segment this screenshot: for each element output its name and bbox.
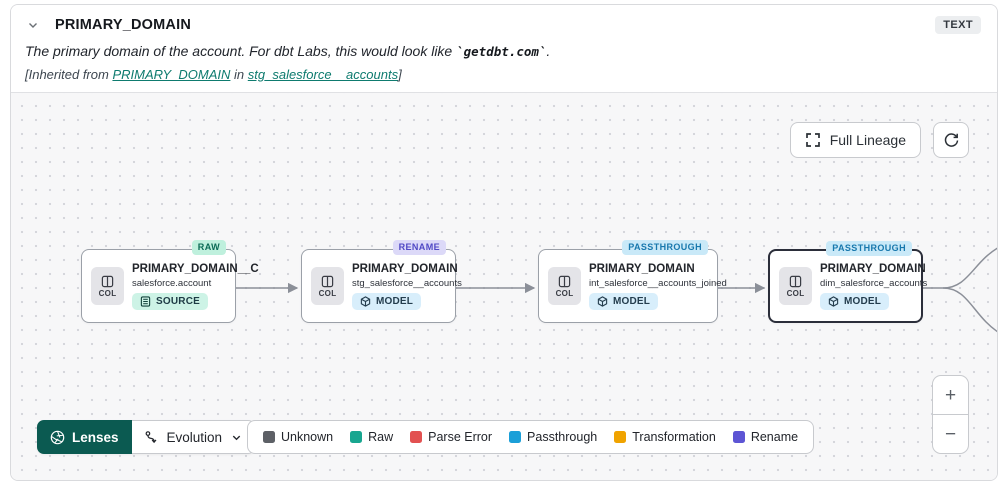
legend-item: Rename — [732, 430, 798, 444]
zoom-out-button[interactable]: − — [933, 415, 968, 453]
lens-aperture-icon — [50, 430, 65, 444]
type-badge: TEXT — [935, 16, 981, 34]
zoom-control: + − — [932, 375, 969, 454]
expand-icon — [805, 133, 820, 147]
status-tag: RENAME — [392, 240, 446, 255]
node-title: PRIMARY_DOMAIN — [589, 262, 695, 275]
lineage-node-source[interactable]: RAW COL PRIMARY_DOMAIN__C salesforce.acc… — [81, 240, 259, 323]
model-icon — [597, 295, 608, 307]
lenses-button[interactable]: Lenses — [37, 420, 132, 454]
lineage-node-dim-selected[interactable]: PASSTHROUGH COL PRIMARY_DOMAIN dim_sales… — [768, 241, 927, 323]
evolution-icon — [145, 430, 156, 443]
zoom-in-button[interactable]: + — [933, 376, 968, 414]
lineage-node-staging[interactable]: RENAME COL PRIMARY_DOMAIN stg_salesforce… — [301, 240, 462, 323]
source-icon — [140, 295, 151, 307]
lens-dropdown[interactable]: Evolution — [131, 420, 256, 454]
column-lineage-panel: PRIMARY_DOMAIN TEXT The primary domain o… — [10, 4, 998, 481]
column-type-icon: COL — [91, 267, 124, 305]
node-subtitle: salesforce.account — [132, 277, 212, 289]
column-type-icon: COL — [311, 267, 344, 305]
node-subtitle: stg_salesforce__accounts — [352, 277, 462, 289]
status-tag: PASSTHROUGH — [826, 241, 912, 256]
column-description: The primary domain of the account. For d… — [25, 43, 551, 59]
inherited-column-link[interactable]: PRIMARY_DOMAIN — [112, 67, 231, 82]
node-subtitle: dim_salesforce_accounts — [820, 277, 928, 289]
inherited-from-note: [Inherited from PRIMARY_DOMAIN in stg_sa… — [25, 67, 402, 82]
lineage-canvas[interactable]: Full Lineage RAW COL PRIMARY_DOMAIN__C s… — [11, 92, 997, 480]
status-tag: RAW — [191, 240, 226, 255]
lenses-control: Lenses Evolution — [37, 420, 256, 454]
chevron-down-icon — [232, 435, 241, 440]
legend-swatch — [350, 431, 363, 443]
column-type-icon: COL — [779, 267, 812, 305]
node-title: PRIMARY_DOMAIN__C — [132, 262, 259, 275]
collapse-chevron-icon[interactable] — [25, 17, 41, 33]
panel-header: PRIMARY_DOMAIN TEXT The primary domain o… — [11, 5, 997, 92]
resource-badge: SOURCE — [132, 292, 208, 310]
resource-badge: MODEL — [589, 292, 659, 310]
legend-item: Unknown — [263, 430, 333, 444]
lens-legend: Unknown Raw Parse Error Passthrough Tran… — [247, 420, 815, 454]
inline-code: `getdbt.com` — [456, 44, 547, 59]
lineage-node-intermediate[interactable]: PASSTHROUGH COL PRIMARY_DOMAIN int_sales… — [538, 240, 727, 323]
legend-item: Passthrough — [509, 430, 597, 444]
node-subtitle: int_salesforce__accounts_joined — [589, 277, 727, 289]
legend-item: Parse Error — [410, 430, 492, 444]
legend-swatch — [263, 431, 275, 443]
legend-swatch — [614, 431, 627, 443]
status-tag: PASSTHROUGH — [622, 240, 708, 255]
divider — [933, 414, 968, 415]
legend-item: Transformation — [614, 430, 716, 444]
model-icon — [828, 295, 839, 307]
page-title: PRIMARY_DOMAIN — [55, 17, 191, 33]
node-title: PRIMARY_DOMAIN — [352, 262, 458, 275]
refresh-button[interactable] — [933, 122, 969, 158]
model-icon — [360, 295, 371, 307]
column-type-icon: COL — [548, 267, 581, 305]
node-title: PRIMARY_DOMAIN — [820, 262, 926, 275]
legend-item: Raw — [350, 430, 393, 444]
full-lineage-button[interactable]: Full Lineage — [789, 122, 921, 158]
refresh-icon — [944, 132, 958, 147]
inherited-model-link[interactable]: stg_salesforce__accounts — [247, 67, 399, 82]
legend-swatch — [410, 431, 423, 443]
resource-badge: MODEL — [352, 292, 422, 310]
legend-swatch — [509, 431, 522, 443]
resource-badge: MODEL — [820, 292, 890, 310]
legend-swatch — [732, 431, 745, 443]
